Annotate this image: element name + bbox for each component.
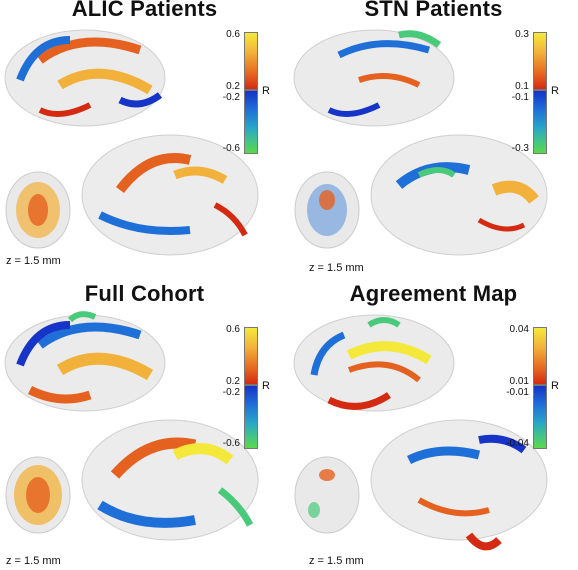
- z-coordinate-label: z = 1.5 mm: [6, 255, 61, 267]
- colorbar-neg-threshold-tick: -0.01: [506, 387, 529, 398]
- panel-title: Agreement Map: [349, 285, 518, 306]
- panel-alic-patients: ALIC Patients z = 1.5 mm 0.6 0.2 -0.2 -0…: [0, 0, 289, 285]
- brain-rendering: [293, 314, 548, 551]
- z-coordinate-label: z = 1.5 mm: [6, 555, 61, 567]
- colorbar-unit-label: R: [551, 85, 559, 97]
- colorbar-max-tick: 0.6: [226, 324, 240, 335]
- colorbar-neg-threshold-tick: -0.1: [511, 92, 529, 103]
- colorbar-unit-label: R: [262, 85, 270, 97]
- axial-slice: [294, 456, 360, 534]
- colorbar-negative: [533, 385, 547, 449]
- lateral-brain-view: [370, 134, 548, 256]
- panel-title: Full Cohort: [84, 285, 205, 306]
- colorbar-neg-threshold-tick: -0.2: [222, 387, 240, 398]
- panel-title: ALIC Patients: [71, 0, 218, 21]
- brain-rendering: [293, 29, 548, 256]
- panel-title: STN Patients: [364, 0, 503, 21]
- colorbar-positive: [244, 32, 258, 90]
- colorbar-positive: [533, 32, 547, 90]
- colorbar-negative: [244, 90, 258, 154]
- colorbar-min-tick: -0.3: [511, 143, 529, 154]
- colorbar-pos-threshold-tick: 0.2: [226, 376, 240, 387]
- panel-full-cohort: Full Cohort z = 1.5 mm 0.6 0.2 -0.2 -0.6…: [0, 285, 289, 570]
- colorbar-max-tick: 0.3: [515, 29, 529, 40]
- colorbar-min-tick: -0.6: [222, 438, 240, 449]
- colorbar-max-tick: 0.04: [509, 324, 529, 335]
- lateral-brain-view: [370, 419, 548, 541]
- colorbar-neg-threshold-tick: -0.2: [222, 92, 240, 103]
- colorbar-unit-label: R: [551, 380, 559, 392]
- colorbar-negative: [244, 385, 258, 449]
- colorbar-min-tick: -0.04: [506, 438, 529, 449]
- panel-agreement-map: Agreement Map z = 1.5 mm 0.04 0.01 -0.01…: [289, 285, 578, 570]
- colorbar-min-tick: -0.6: [222, 143, 240, 154]
- brain-rendering: [4, 29, 259, 256]
- panel-stn-patients: STN Patients z = 1.5 mm 0.3 0.1 -0.1 -0.…: [289, 0, 578, 285]
- colorbar-positive: [533, 327, 547, 385]
- colorbar-pos-threshold-tick: 0.2: [226, 81, 240, 92]
- z-coordinate-label: z = 1.5 mm: [309, 555, 364, 567]
- colorbar-unit-label: R: [262, 380, 270, 392]
- colorbar-pos-threshold-tick: 0.01: [509, 376, 529, 387]
- colorbar-pos-threshold-tick: 0.1: [515, 81, 529, 92]
- colorbar-negative: [533, 90, 547, 154]
- z-coordinate-label: z = 1.5 mm: [309, 262, 364, 274]
- colorbar-max-tick: 0.6: [226, 29, 240, 40]
- colorbar-positive: [244, 327, 258, 385]
- brain-rendering: [4, 311, 259, 541]
